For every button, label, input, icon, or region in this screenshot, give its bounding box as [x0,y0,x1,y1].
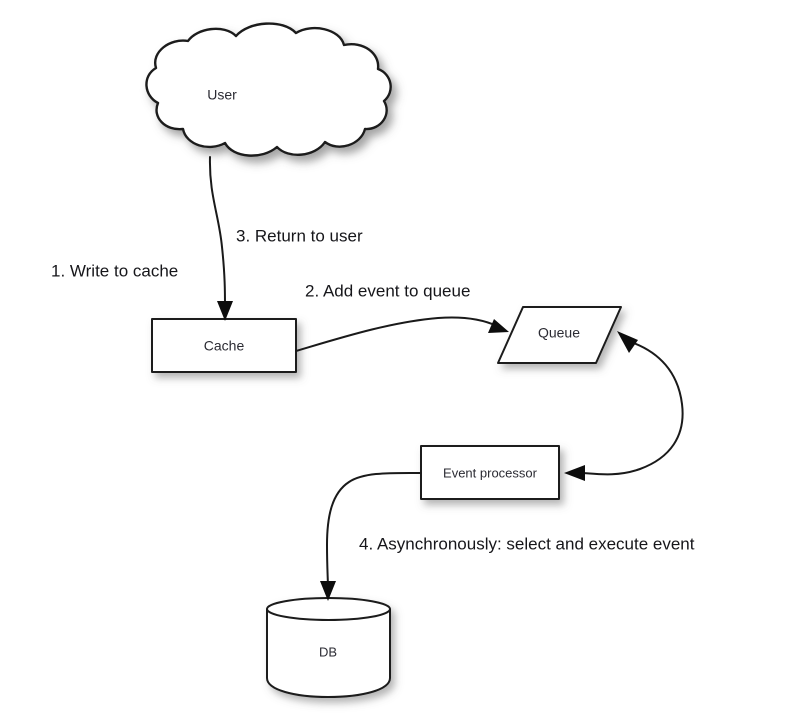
arrowhead-cache-to-queue [488,319,509,333]
node-label-event-processor: Event processor [443,465,538,480]
edge-queue-event-processor [564,331,684,481]
edge-event-processor-to-db [320,471,422,601]
node-queue[interactable]: Queue [497,306,622,364]
arrowhead-user-to-cache [217,301,233,321]
arrowhead-event-processor-to-db [320,581,336,601]
edge-label-step-2: 2. Add event to queue [305,281,470,300]
edge-cache-to-queue [295,316,509,352]
node-label-user: User [207,87,237,103]
arrowhead-into-queue [617,331,638,353]
arrowhead-into-event-processor [564,465,585,481]
edge-label-step-1: 1. Write to cache [51,261,178,280]
node-label-cache: Cache [204,338,245,354]
node-label-queue: Queue [538,325,580,341]
node-user[interactable]: User [145,22,392,157]
node-db[interactable]: DB [266,597,391,698]
node-event-processor[interactable]: Event processor [420,445,560,500]
node-label-db: DB [319,644,337,659]
node-cache[interactable]: Cache [151,318,297,373]
edge-label-step-4: 4. Asynchronously: select and execute ev… [359,534,695,553]
edge-user-to-cache [208,156,233,321]
edge-label-step-3: 3. Return to user [236,226,363,245]
